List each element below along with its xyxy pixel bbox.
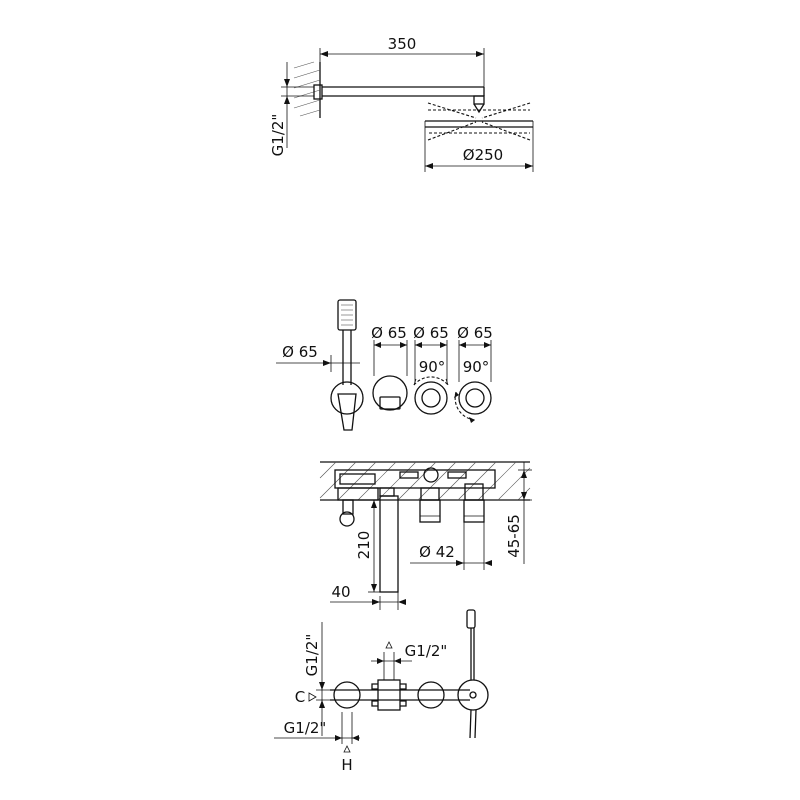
spout-length-label: 210 <box>355 531 373 560</box>
valve-1 <box>413 376 449 415</box>
valve-2-rotation-label: 90° <box>463 358 490 376</box>
valve-body <box>334 467 496 501</box>
valve-2 <box>454 381 492 423</box>
arm-length-label: 350 <box>388 35 417 53</box>
side-view-drawing: 210 40 Ø 42 45-65 <box>319 461 532 610</box>
cold-label: C <box>295 688 305 706</box>
spout-width-label: 40 <box>331 583 350 601</box>
side-handle-2 <box>463 483 485 523</box>
spout <box>379 487 399 593</box>
wall-depth-dimension <box>518 462 532 564</box>
arm-thread-dimension <box>281 62 314 148</box>
inlet-top-dimension <box>371 641 412 680</box>
outlet-diameter-label: Ø 65 <box>371 324 407 342</box>
outlet-diameter-dimension <box>373 340 408 376</box>
inlet-top-label: G1/2" <box>405 642 448 660</box>
valve-1-diameter-label: Ø 65 <box>413 324 449 342</box>
wall-hatch <box>293 61 321 118</box>
valve-2-diameter-label: Ø 65 <box>457 324 493 342</box>
inlet-bottom-label: G1/2" <box>284 719 327 737</box>
spout-width-dimension <box>330 592 406 610</box>
plate-diameter-dimension <box>424 127 534 172</box>
side-handshower-holder <box>339 499 355 527</box>
inlet-vertical-label: G1/2" <box>303 634 321 677</box>
handshower-diameter-label: Ø 65 <box>282 343 318 361</box>
shower-head-drawing: 350 Ø250 G1/2" <box>269 35 534 172</box>
valve-1-diameter-dimension <box>414 340 448 382</box>
handshower <box>330 299 364 431</box>
top-view-drawing: G1/2" C G1/2" G1/2" H <box>274 609 489 774</box>
wall-depth-label: 45-65 <box>505 514 523 558</box>
handle-diameter-label: Ø 42 <box>419 543 455 561</box>
front-view-drawing: Ø 65 Ø 65 Ø 65 90° <box>276 299 493 431</box>
handle-diameter-dimension <box>410 522 492 570</box>
valve-1-rotation-label: 90° <box>419 358 446 376</box>
outlet-fitting <box>372 375 408 411</box>
valve-2-diameter-dimension <box>458 340 492 382</box>
side-handle-1 <box>419 487 441 523</box>
top-body <box>330 679 470 711</box>
wall-flange <box>313 84 323 100</box>
hot-label: H <box>341 756 352 774</box>
shower-plate <box>424 102 534 141</box>
side-wall-hatch <box>319 461 531 501</box>
inlet-vertical-dimension <box>316 622 334 736</box>
shower-arm <box>322 86 485 114</box>
top-handshower <box>457 609 489 739</box>
arm-length-dimension <box>319 48 485 87</box>
plate-diameter-label: Ø250 <box>463 146 503 164</box>
handshower-diameter-dimension <box>276 355 360 372</box>
arm-thread-label: G1/2" <box>269 114 287 157</box>
spout-length-dimension <box>368 500 380 593</box>
inlet-bottom-dimension <box>274 712 360 753</box>
cold-marker <box>308 692 317 702</box>
